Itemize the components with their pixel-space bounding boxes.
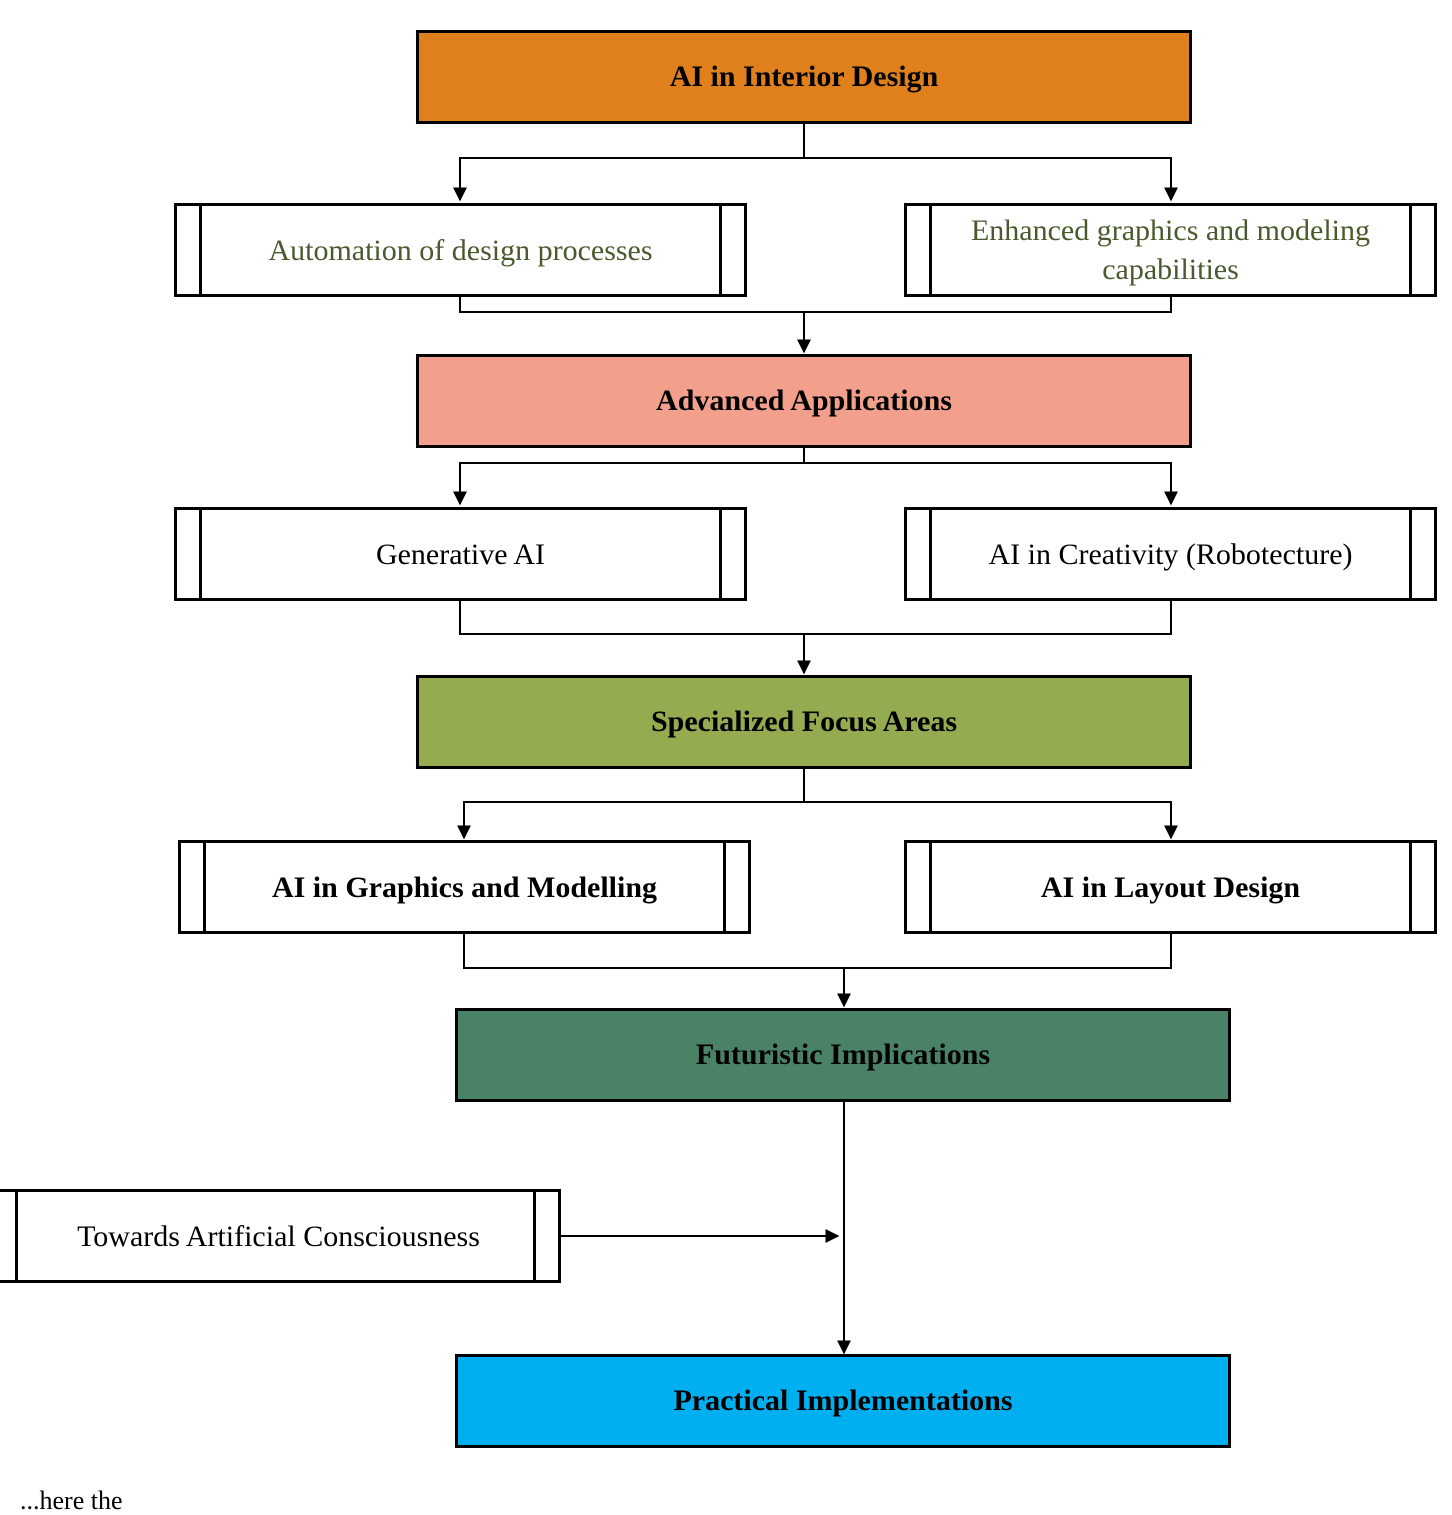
node-ai-in-creativity: AI in Creativity (Robotecture) (904, 507, 1437, 601)
node-label: AI in Creativity (Robotecture) (988, 537, 1353, 571)
node-specialized-focus-areas: Specialized Focus Areas (416, 675, 1192, 769)
node-enhanced-graphics: Enhanced graphics and modeling capabilit… (904, 203, 1437, 297)
node-futuristic-implications: Futuristic Implications (455, 1008, 1231, 1102)
node-label: Specialized Focus Areas (650, 705, 958, 738)
connector-merge-2 (459, 600, 1172, 635)
node-label: Practical Implementations (673, 1384, 1013, 1417)
node-ai-in-layout-design: AI in Layout Design (904, 840, 1437, 934)
node-towards-artificial-consciousness: Towards Artificial Consciousness (0, 1189, 561, 1283)
node-generative-ai: Generative AI (174, 507, 747, 601)
node-label: AI in Layout Design (1040, 870, 1301, 904)
node-ai-in-interior-design: AI in Interior Design (416, 30, 1192, 124)
node-practical-implementations: Practical Implementations (455, 1354, 1231, 1448)
connector-advanced-split (459, 447, 1171, 504)
node-label: Enhanced graphics and modeling capabilit… (970, 214, 1371, 286)
node-label: Generative AI (375, 537, 546, 571)
node-label: Futuristic Implications (695, 1038, 991, 1071)
node-label: Advanced Applications (656, 384, 952, 417)
connector-merge-1 (459, 296, 1172, 313)
node-advanced-applications: Advanced Applications (416, 354, 1192, 448)
node-label: AI in Interior Design (669, 60, 939, 93)
connector-specialized-split (463, 768, 1171, 838)
node-label: Towards Artificial Consciousness (77, 1219, 480, 1253)
node-label: Automation of design processes (268, 233, 653, 267)
node-ai-in-graphics-modelling: AI in Graphics and Modelling (178, 840, 751, 934)
cropped-text-fragment: ...here the (20, 1486, 123, 1515)
connector-merge-3 (463, 933, 1172, 969)
connector-interior-split (459, 123, 1171, 200)
node-automation: Automation of design processes (174, 203, 747, 297)
node-label: AI in Graphics and Modelling (271, 870, 658, 904)
